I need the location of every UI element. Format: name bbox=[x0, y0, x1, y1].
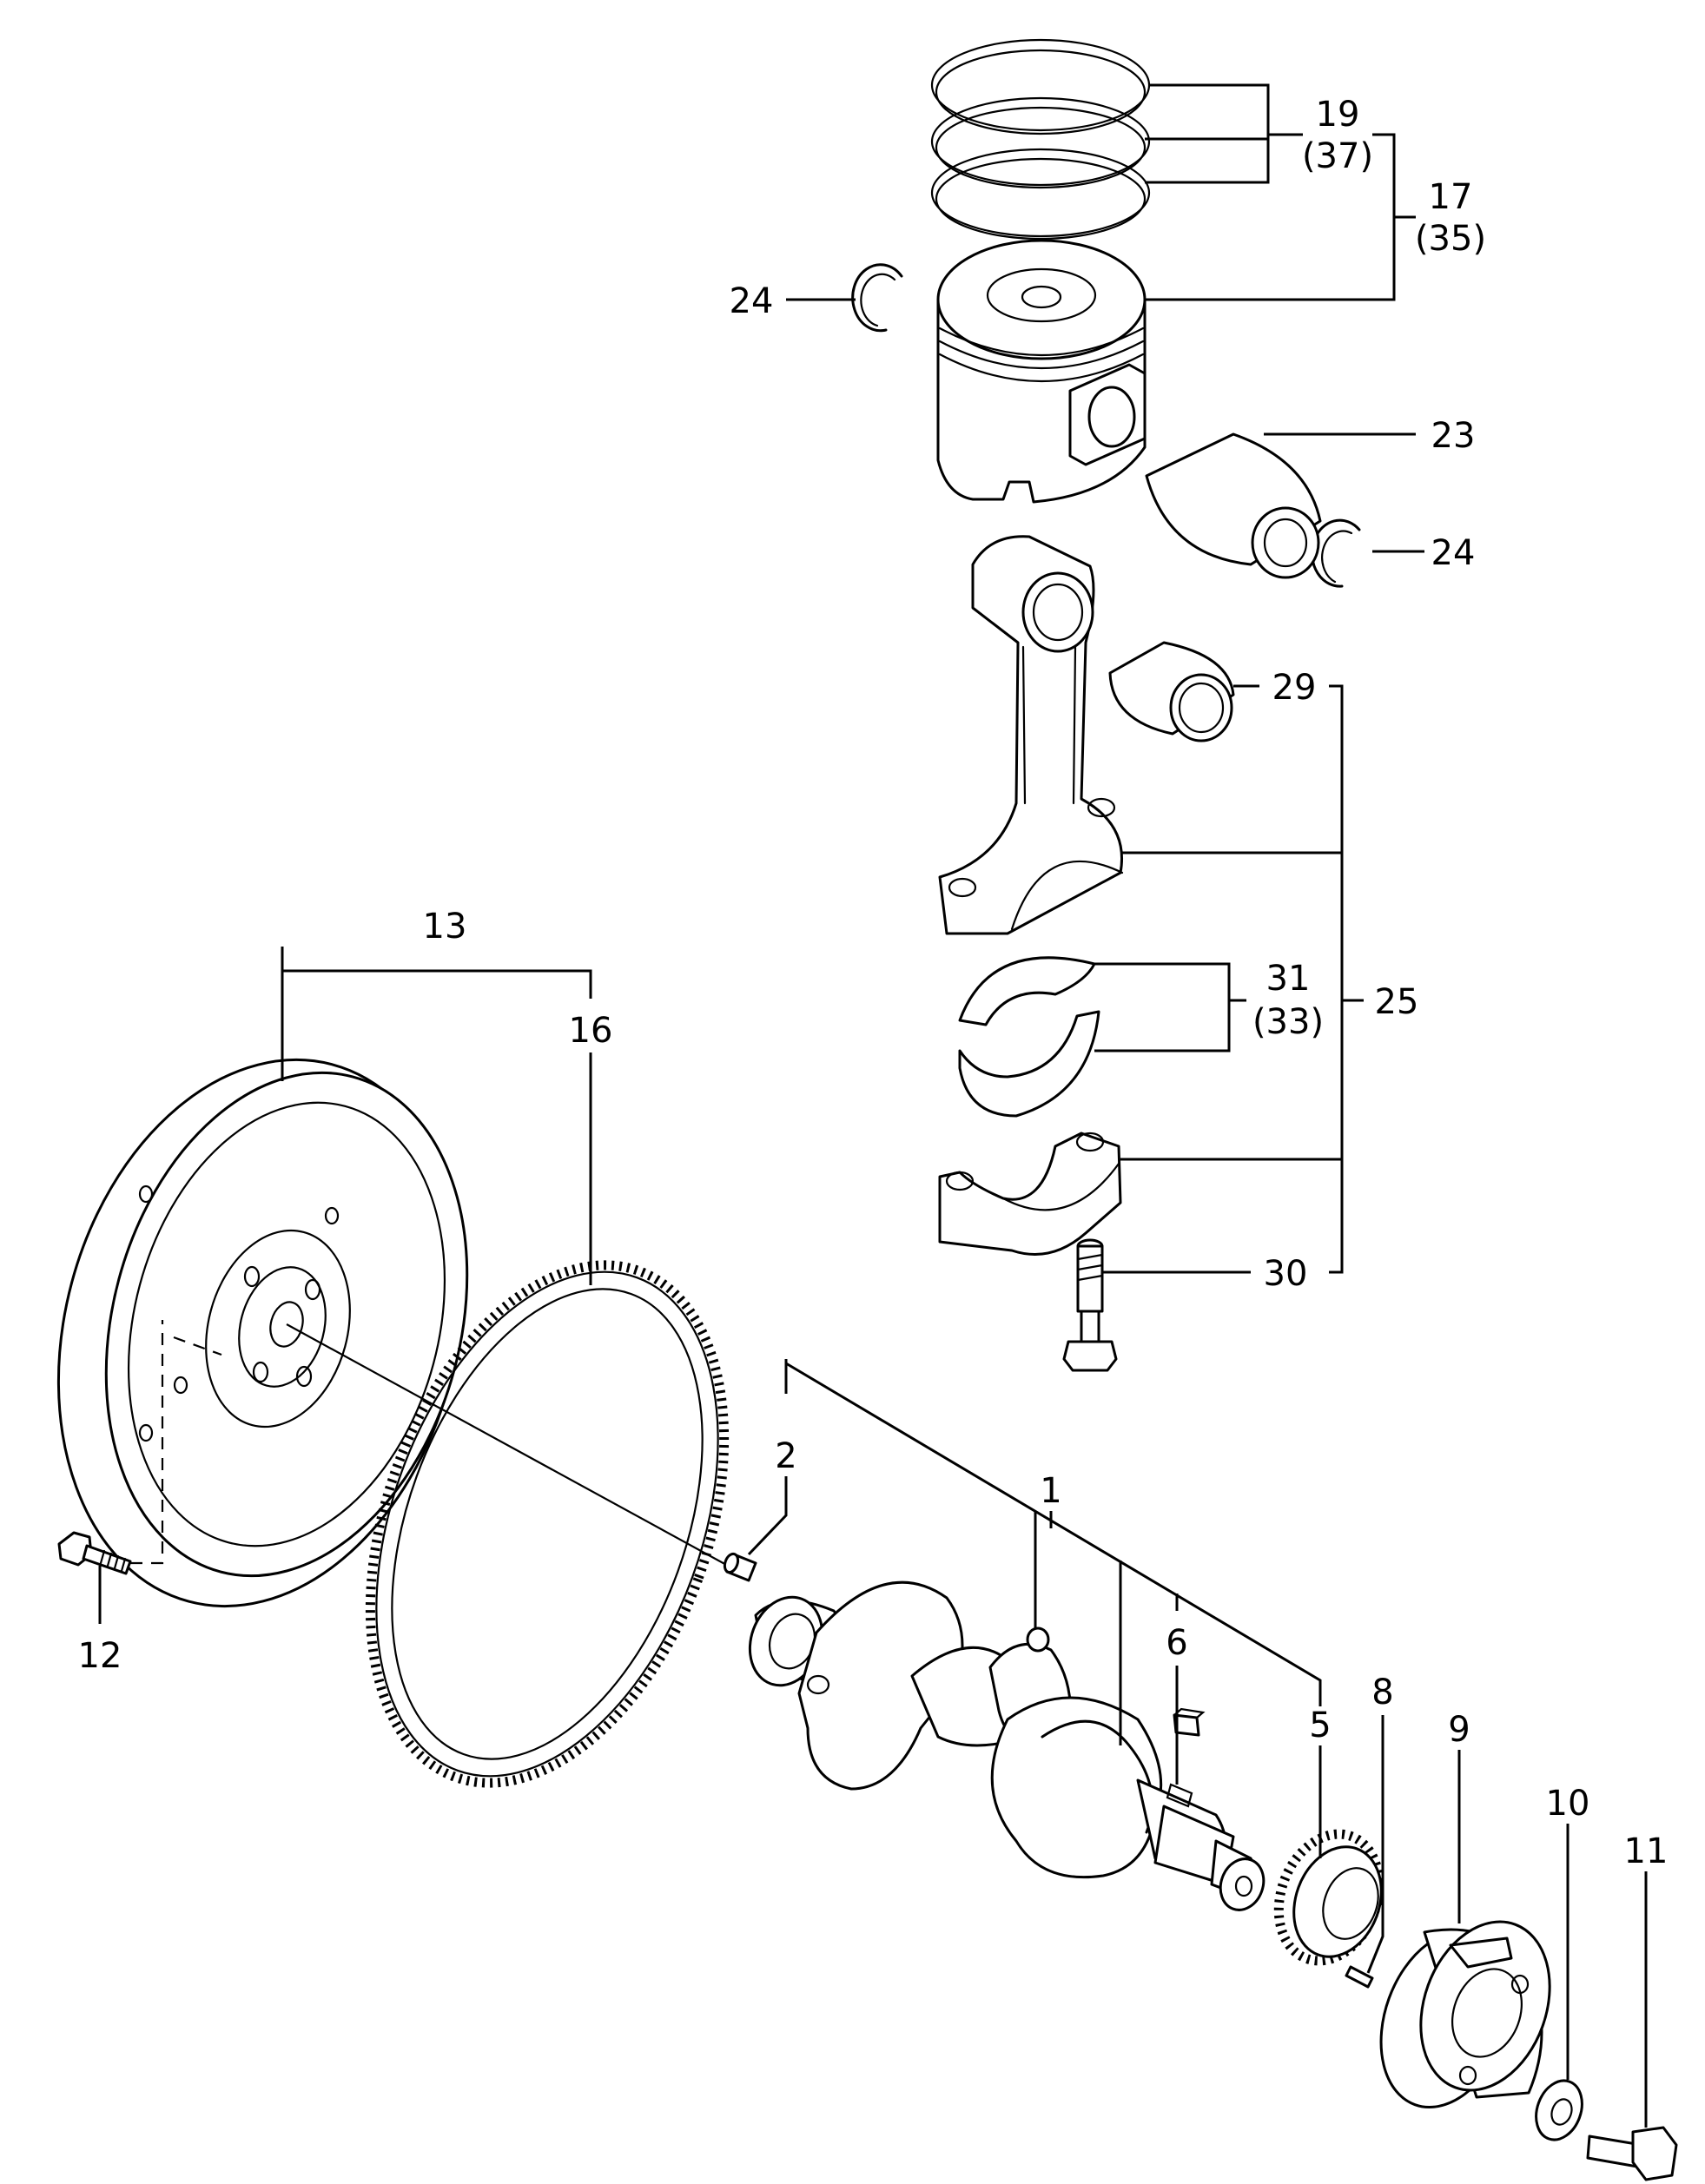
dowel-pin bbox=[723, 1552, 757, 1582]
callout-12: 12 bbox=[78, 1636, 122, 1676]
callout-25: 25 bbox=[1375, 982, 1419, 1022]
callout-9: 9 bbox=[1448, 1710, 1470, 1750]
callout-31-alt: (33) bbox=[1252, 1002, 1324, 1042]
callout-29: 29 bbox=[1272, 668, 1317, 708]
crankshaft-pulley bbox=[1379, 1920, 1551, 2109]
callout-31: 31 bbox=[1266, 959, 1311, 999]
callout-1: 1 bbox=[1040, 1471, 1061, 1511]
alignment-guides bbox=[130, 1320, 748, 1577]
callout-17-alt: (35) bbox=[1415, 219, 1486, 259]
callout-8: 8 bbox=[1371, 1673, 1393, 1712]
connecting-rod bbox=[938, 535, 1124, 935]
callout-16: 16 bbox=[569, 1011, 613, 1051]
callout-2: 2 bbox=[775, 1436, 796, 1476]
callout-19-alt: (37) bbox=[1302, 136, 1373, 176]
leader-lines bbox=[98, 83, 1648, 2128]
callout-24-upper: 24 bbox=[730, 281, 774, 321]
crankshaft bbox=[748, 1580, 1266, 1911]
callout-23: 23 bbox=[1431, 416, 1476, 456]
piston-pin bbox=[1145, 432, 1322, 579]
crank-pin-bearing-upper bbox=[958, 956, 1096, 1026]
washer bbox=[1535, 2079, 1583, 2141]
crank-pin-bearing-lower bbox=[958, 1010, 1100, 1118]
ring-gear bbox=[365, 1260, 730, 1788]
piston-rings bbox=[930, 38, 1151, 241]
callout-10: 10 bbox=[1546, 1784, 1590, 1824]
pin bbox=[1345, 1965, 1374, 1989]
small-end-bushing bbox=[1108, 641, 1235, 742]
callout-5: 5 bbox=[1309, 1706, 1331, 1745]
callout-19: 19 bbox=[1316, 95, 1360, 135]
callout-30: 30 bbox=[1264, 1254, 1308, 1294]
connecting-rod-cap bbox=[938, 1132, 1122, 1256]
callout-labels: 19 (37) 17 (35) 24 23 24 29 31 (33) 25 3… bbox=[78, 95, 1669, 1871]
callout-11: 11 bbox=[1624, 1831, 1669, 1871]
callout-24-lower: 24 bbox=[1431, 533, 1476, 573]
callout-6: 6 bbox=[1166, 1623, 1187, 1663]
key bbox=[1173, 1707, 1206, 1737]
piston bbox=[936, 239, 1147, 504]
circlip-lower bbox=[1311, 518, 1361, 588]
crankshaft-gear bbox=[1273, 1829, 1384, 1966]
flywheel-bolt bbox=[57, 1531, 132, 1575]
callout-17: 17 bbox=[1429, 177, 1473, 217]
connecting-rod-bolt bbox=[1062, 1238, 1118, 1372]
circlip-upper bbox=[851, 263, 903, 333]
callout-13: 13 bbox=[423, 907, 467, 947]
pulley-bolt bbox=[1586, 2126, 1678, 2181]
